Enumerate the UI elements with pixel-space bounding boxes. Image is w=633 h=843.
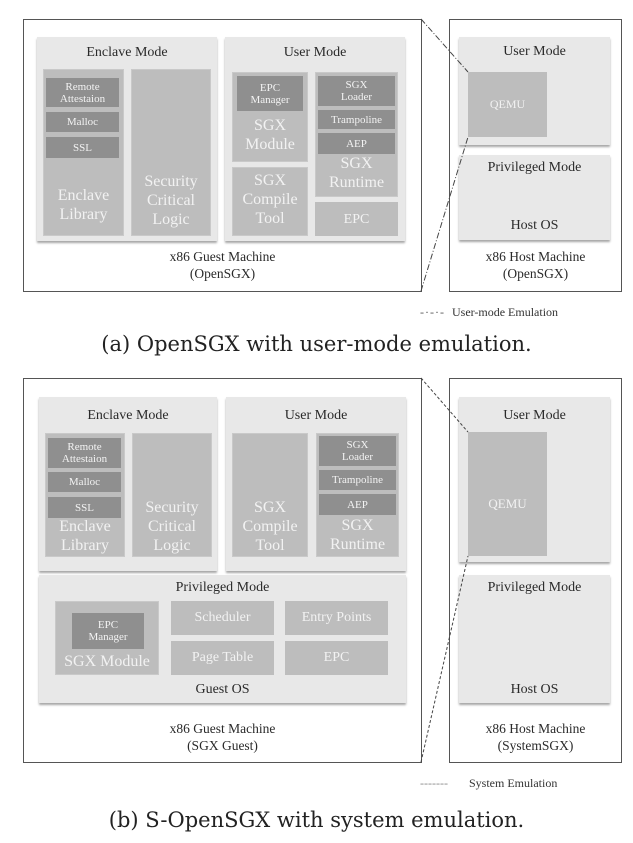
security-critical-logic-a (131, 69, 211, 236)
epc-manager-b: EPC Manager (72, 613, 144, 649)
aep-a: AEP (318, 133, 395, 154)
security-critical-logic-b (132, 433, 212, 557)
legend-a: -·-·- User-mode Emulation (420, 305, 630, 320)
qemu-box-b (468, 432, 547, 556)
malloc-a: Malloc (46, 112, 119, 132)
page-table-b: Page Table (171, 641, 274, 675)
legend-dashed-symbol: ------- (420, 776, 448, 790)
sgx-module-label-a: SGX Module (245, 117, 295, 153)
enclave-library-label-b: Enclave Library (59, 518, 111, 554)
guest-machine-label-a: x86 Guest Machine (OpenSGX) (169, 249, 276, 281)
remote-attestation-a: Remote Attestaion (46, 78, 119, 107)
ssl-a: SSL (46, 137, 119, 158)
entry-points-b: Entry Points (285, 601, 388, 635)
legend-b: ------- System Emulation (420, 776, 630, 791)
epc-a: EPC (315, 202, 398, 236)
host-privileged-mode-title-a: Privileged Mode (487, 160, 582, 175)
host-privileged-mode-panel-a (459, 155, 610, 240)
legend-label-a: User-mode Emulation (451, 305, 559, 319)
sgx-compile-tool-a (232, 167, 308, 236)
qemu-label-b: QEMU (488, 496, 527, 511)
aep-b: AEP (319, 494, 396, 515)
trampoline-a: Trampoline (318, 110, 395, 129)
enclave-mode-title-a: Enclave Mode (86, 45, 168, 60)
legend-label-b: System Emulation (468, 776, 558, 790)
legend-dashdot-symbol: -·-·- (420, 305, 445, 319)
user-mode-title-b: User Mode (284, 408, 348, 423)
caption-b: (b) S-OpenSGX with system emulation. (108, 808, 525, 832)
trampoline-b: Trampoline (319, 470, 396, 490)
epc-manager-a: EPC Manager (237, 76, 303, 111)
host-user-mode-title-b: User Mode (503, 408, 566, 423)
host-os-label-a: Host OS (510, 218, 559, 233)
sgx-module-label-b: SGX Module (64, 653, 150, 670)
sgx-runtime-label-a: SGX Runtime (328, 155, 385, 191)
host-privileged-mode-panel-b (459, 575, 610, 703)
host-machine-label-b: x86 Host Machine (SystemSGX) (485, 721, 586, 753)
qemu-box-a (468, 72, 547, 137)
sgx-compile-tool-label-b: SGX Compile Tool (242, 499, 298, 554)
sgx-runtime-label-b: SGX Runtime (329, 517, 386, 553)
sgx-compile-tool-label-a: SGX Compile Tool (242, 172, 298, 227)
malloc-b: Malloc (48, 472, 121, 492)
enclave-library-label-a: Enclave Library (57, 187, 110, 223)
guest-os-label-b: Guest OS (195, 682, 250, 697)
caption-a: (a) OpenSGX with user-mode emulation. (101, 332, 532, 356)
sgx-compile-tool-b (232, 433, 308, 557)
ssl-b: SSL (48, 497, 121, 518)
remote-attestation-b: Remote Attestaion (48, 438, 121, 468)
sgx-loader-a: SGX Loader (318, 76, 395, 106)
privileged-mode-title-b: Privileged Mode (175, 580, 270, 595)
enclave-mode-title-b: Enclave Mode (87, 408, 169, 423)
host-privileged-mode-title-b: Privileged Mode (487, 580, 582, 595)
scheduler-b: Scheduler (171, 601, 274, 635)
host-user-mode-title-a: User Mode (503, 44, 566, 59)
security-critical-logic-label-b: Security Critical Logic (145, 499, 199, 554)
security-critical-logic-label-a: Security Critical Logic (144, 173, 198, 228)
qemu-label-a: QEMU (489, 97, 526, 111)
guest-machine-label-b: x86 Guest Machine (SGX Guest) (169, 721, 276, 753)
host-os-label-b: Host OS (510, 682, 559, 697)
host-machine-label-a: x86 Host Machine (OpenSGX) (485, 249, 586, 281)
sgx-loader-b: SGX Loader (319, 436, 396, 466)
user-mode-title-a: User Mode (283, 45, 347, 60)
epc-b: EPC (285, 641, 388, 675)
